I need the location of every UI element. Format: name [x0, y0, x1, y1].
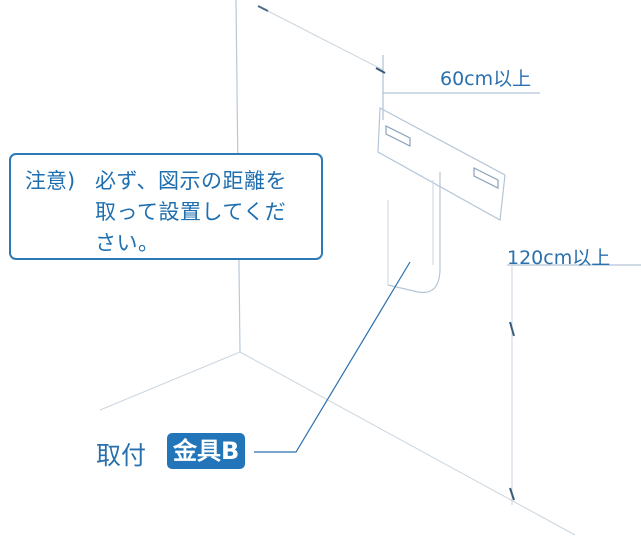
floor-line-right	[239, 351, 576, 536]
floor-line-left	[99, 351, 241, 411]
fitting-label: 取付	[96, 441, 147, 470]
side-clearance-label: 120cm以上	[507, 247, 611, 269]
caution-text-line-1: 必ず、図示の距離を	[95, 169, 288, 193]
mirror-panel	[377, 107, 506, 221]
wall-top-line	[261, 7, 384, 71]
wall-top-tick	[257, 5, 269, 12]
basin-body	[387, 172, 441, 294]
dim-60-tick	[375, 67, 386, 74]
bracket-left	[385, 125, 411, 147]
fitting-part-badge: 金具B	[167, 433, 246, 469]
caution-text-line-2: 取って設置してくだ	[95, 200, 287, 224]
top-clearance-label: 60cm以上	[440, 68, 532, 90]
caution-note: 注意) 必ず、図示の距離を 取って設置してくだ さい。	[9, 153, 323, 260]
caution-prefix: 注意)	[25, 169, 76, 193]
fitting-leader-line	[254, 261, 411, 453]
caution-text-line-3: さい。	[95, 231, 160, 255]
dim-120-tick-bottom	[509, 487, 515, 501]
dim-120-tick-top	[509, 321, 515, 337]
bracket-right	[473, 167, 499, 189]
